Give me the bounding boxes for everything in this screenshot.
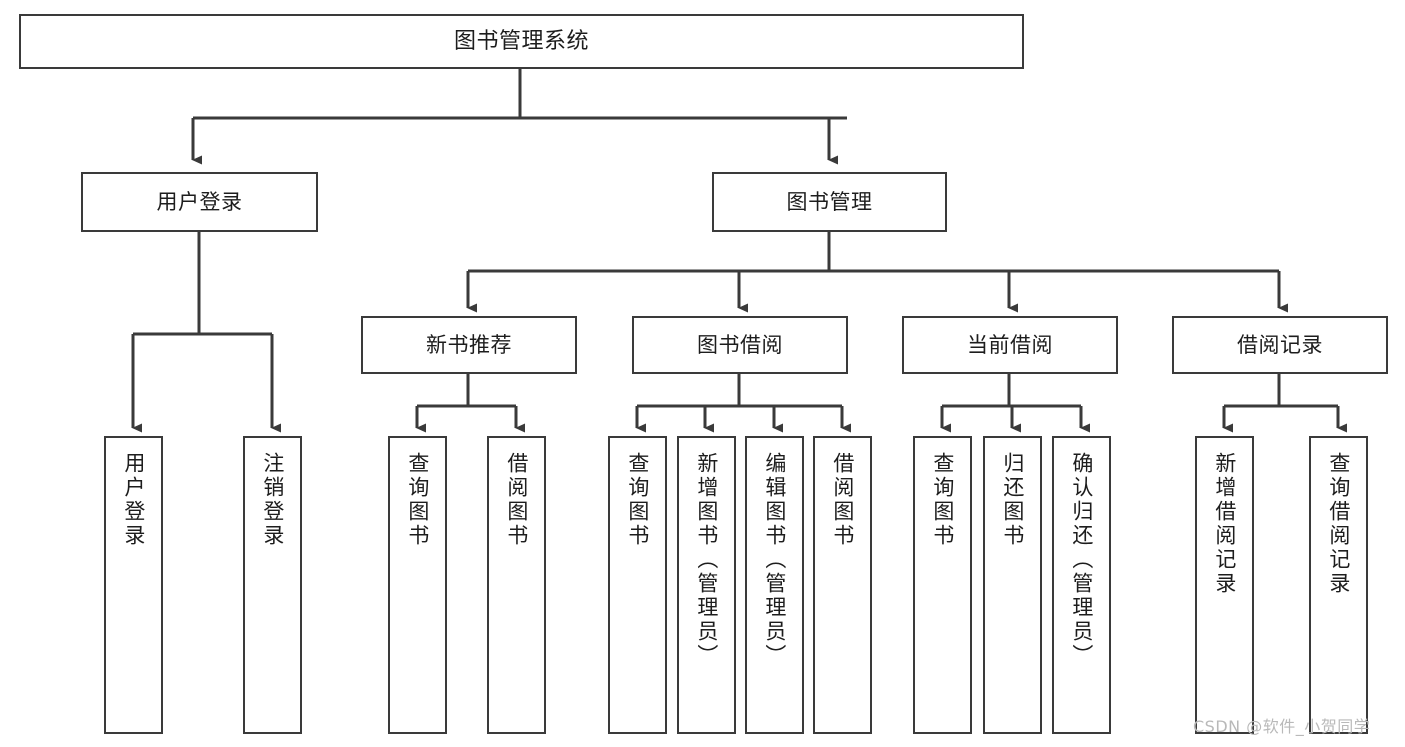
node-book-management[interactable]: 图书管理 xyxy=(712,172,947,232)
node-current-borrow-label: 当前借阅 xyxy=(967,332,1053,357)
node-leaf-logout-login-label: 注销登录 xyxy=(260,452,285,548)
watermark: CSDN @软件_小贺同学 xyxy=(1193,717,1371,736)
node-leaf-query-book-1-label: 查询图书 xyxy=(405,452,430,548)
node-leaf-query-book-2[interactable]: 查询图书 xyxy=(608,436,667,734)
node-root-label: 图书管理系统 xyxy=(453,28,589,54)
node-leaf-query-record[interactable]: 查询借阅记录 xyxy=(1309,436,1368,734)
node-new-book-recommend[interactable]: 新书推荐 xyxy=(361,316,577,374)
node-root[interactable]: 图书管理系统 xyxy=(19,14,1024,69)
node-leaf-confirm-return-label: 确认归还（管理员） xyxy=(1069,452,1094,668)
node-user-login[interactable]: 用户登录 xyxy=(81,172,318,232)
node-leaf-edit-book-label: 编辑图书（管理员） xyxy=(762,452,787,668)
node-leaf-borrow-book-2-label: 借阅图书 xyxy=(830,452,855,548)
node-user-login-label: 用户登录 xyxy=(156,189,243,214)
node-leaf-query-book-2-label: 查询图书 xyxy=(625,452,650,548)
node-leaf-borrow-book-1-label: 借阅图书 xyxy=(504,452,529,548)
node-leaf-query-book-3[interactable]: 查询图书 xyxy=(913,436,972,734)
node-leaf-return-book-label: 归还图书 xyxy=(1000,452,1025,548)
node-leaf-query-book-3-label: 查询图书 xyxy=(930,452,955,548)
node-leaf-user-login[interactable]: 用户登录 xyxy=(104,436,163,734)
node-new-book-recommend-label: 新书推荐 xyxy=(426,332,512,357)
node-leaf-add-record-label: 新增借阅记录 xyxy=(1212,452,1237,596)
node-leaf-query-book-1[interactable]: 查询图书 xyxy=(388,436,447,734)
node-leaf-add-book[interactable]: 新增图书（管理员） xyxy=(677,436,736,734)
node-current-borrow[interactable]: 当前借阅 xyxy=(902,316,1118,374)
node-leaf-borrow-book-1[interactable]: 借阅图书 xyxy=(487,436,546,734)
node-leaf-user-login-label: 用户登录 xyxy=(121,452,146,548)
node-leaf-confirm-return[interactable]: 确认归还（管理员） xyxy=(1052,436,1111,734)
node-leaf-borrow-book-2[interactable]: 借阅图书 xyxy=(813,436,872,734)
node-book-borrow-label: 图书借阅 xyxy=(697,332,783,357)
node-book-management-label: 图书管理 xyxy=(786,189,873,214)
node-leaf-add-record[interactable]: 新增借阅记录 xyxy=(1195,436,1254,734)
node-borrow-record[interactable]: 借阅记录 xyxy=(1172,316,1388,374)
node-borrow-record-label: 借阅记录 xyxy=(1237,332,1323,357)
node-leaf-return-book[interactable]: 归还图书 xyxy=(983,436,1042,734)
node-leaf-logout-login[interactable]: 注销登录 xyxy=(243,436,302,734)
node-leaf-edit-book[interactable]: 编辑图书（管理员） xyxy=(745,436,804,734)
node-book-borrow[interactable]: 图书借阅 xyxy=(632,316,848,374)
node-leaf-query-record-label: 查询借阅记录 xyxy=(1326,452,1351,596)
node-leaf-add-book-label: 新增图书（管理员） xyxy=(694,452,719,668)
